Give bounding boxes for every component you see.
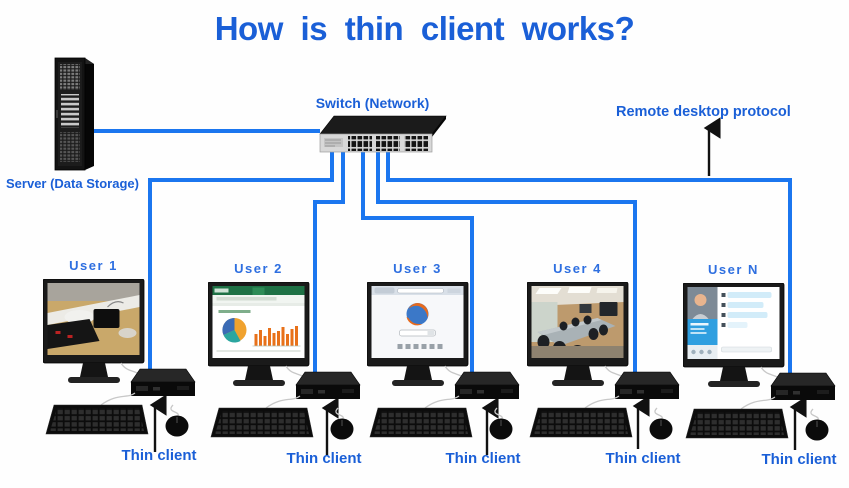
keyboard: [45, 404, 149, 435]
server-label: Server (Data Storage): [6, 176, 139, 191]
web-browser-screen: [371, 286, 464, 358]
workstation-user3: User 3: [366, 261, 537, 482]
cable-switch-to-userN: [386, 150, 792, 394]
monitor-stand: [564, 366, 592, 380]
keyboard: [369, 407, 473, 438]
thin-client-box: [454, 371, 520, 399]
workstation-user2: User 2: [207, 261, 378, 482]
spreadsheet-dashboard-screen: [212, 286, 305, 358]
page-title: How is thin client works?: [214, 10, 635, 47]
mouse: [489, 418, 513, 440]
desk-photo-screen: [47, 283, 140, 355]
cable-switch-to-user1: [148, 150, 334, 394]
mouse: [330, 418, 354, 440]
keyboard: [685, 408, 789, 439]
protocol-label: Remote desktop protocol: [616, 104, 791, 120]
workstation-graphic: [526, 281, 680, 440]
thin-client-box: [770, 372, 836, 400]
workstation-graphic: [207, 281, 361, 440]
workstation-graphic: [682, 282, 836, 441]
workstation-user1: User 1: [42, 258, 213, 479]
thin-client-label: Thin client: [286, 450, 362, 467]
workstation-graphic: [366, 281, 520, 440]
cable-switch-to-user2: [313, 150, 345, 394]
switch-label: Switch (Network): [315, 95, 430, 111]
thin-client-box: [130, 368, 196, 396]
workstation-user4: User 4: [526, 261, 697, 482]
keyboard: [529, 407, 633, 438]
monitor-stand: [80, 363, 108, 377]
thin-client-label: Thin client: [121, 447, 197, 464]
user3-label: User 3: [393, 261, 442, 276]
mouse: [805, 419, 829, 441]
thin-client-label: Thin client: [761, 451, 837, 468]
network-switch-graphic: [319, 115, 447, 153]
workstation-graphic: [42, 278, 196, 437]
user1-label: User 1: [69, 258, 118, 273]
monitor-stand: [720, 367, 748, 381]
cable-switch-to-user3: [361, 150, 474, 394]
cable-switch-to-user4: [376, 150, 637, 394]
video-chat-screen: [687, 287, 780, 359]
userN-label: User N: [708, 262, 759, 277]
server-tower-graphic: [54, 57, 94, 171]
user2-label: User 2: [234, 261, 283, 276]
monitor-stand: [404, 366, 432, 380]
workstation-userN: User N: [682, 262, 849, 483]
mouse: [165, 415, 189, 437]
thin-client-box: [295, 371, 361, 399]
keyboard: [210, 407, 314, 438]
conference-room-photo-screen: [531, 286, 624, 358]
mouse: [649, 418, 673, 440]
thin-client-label: Thin client: [605, 450, 681, 467]
user4-label: User 4: [553, 261, 602, 276]
monitor-stand: [245, 366, 273, 380]
thin-client-label: Thin client: [445, 450, 521, 467]
thin-client-box: [614, 371, 680, 399]
